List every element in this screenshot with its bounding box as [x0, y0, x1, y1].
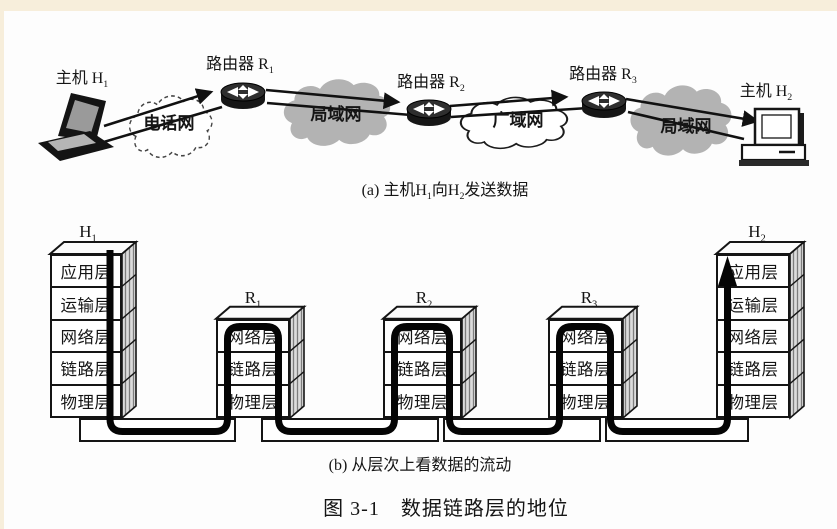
- stack-h1-label: H1: [79, 222, 97, 245]
- layer-row: 网络层: [716, 318, 790, 354]
- stack-r3-label: R3: [580, 288, 598, 311]
- network-links: [96, 88, 760, 146]
- phone-cloud-label: 电话网: [143, 114, 195, 133]
- figure-caption: 图 3-1 数据链路层的地位: [323, 498, 569, 520]
- lan1-cloud-label: 局域网: [310, 105, 362, 124]
- layer-row: 网络层: [216, 318, 290, 354]
- layer-row: 运输层: [50, 286, 122, 321]
- layer-row: 物理层: [716, 383, 790, 418]
- stack-r3: 网络层 链路层 物理层: [548, 318, 623, 418]
- router1-icon: [220, 82, 266, 110]
- router1-label: 路由器 R1: [206, 56, 274, 77]
- stack-h1: 应用层 运输层 网络层 链路层 物理层: [50, 254, 122, 418]
- caption-a: (a) 主机H1向H2发送数据: [361, 182, 529, 203]
- router3-icon: [581, 91, 627, 119]
- stack-r1-label: R1: [244, 288, 262, 311]
- stack-h2-label: H2: [748, 222, 766, 245]
- layer-row: 链路层: [216, 351, 290, 386]
- link-box-h1-r1: [79, 418, 236, 442]
- layer-row: 运输层: [716, 286, 790, 321]
- link-box-r1-r2: [261, 418, 439, 442]
- layer-row: 物理层: [216, 383, 290, 418]
- physical-links: [79, 418, 749, 442]
- caption-b: (b) 从层次上看数据的流动: [328, 457, 512, 474]
- layer-row: 链路层: [716, 351, 790, 386]
- layer-row: 物理层: [50, 383, 122, 418]
- layer-row: 链路层: [50, 351, 122, 386]
- lan2-cloud-label: 局域网: [660, 117, 712, 136]
- router3-label: 路由器 R3: [569, 66, 637, 87]
- desktop-icon: [739, 107, 809, 166]
- link-r1-r2: [266, 101, 412, 117]
- layer-row: 物理层: [548, 383, 623, 418]
- stack-r3-side-face: [622, 305, 638, 420]
- arrow-r1-r2: [265, 88, 401, 110]
- stack-h2: 应用层 运输层 网络层 链路层 物理层: [716, 254, 790, 418]
- link-box-r2-r3: [443, 418, 601, 442]
- layer-row: 应用层: [716, 254, 790, 289]
- layer-row: 网络层: [548, 318, 623, 354]
- stack-h1-side-face: [121, 240, 137, 420]
- page-edge-top: [0, 0, 837, 11]
- stack-r1-side-face: [289, 305, 305, 420]
- link-r3-h2: [627, 110, 745, 141]
- layer-row: 网络层: [50, 318, 122, 354]
- laptop-icon: [38, 93, 114, 161]
- host1-label: 主机 H1: [55, 70, 109, 91]
- stack-h2-side-face: [789, 240, 805, 420]
- stack-r1: 网络层 链路层 物理层: [216, 318, 290, 418]
- wan-cloud-label: 广域网: [492, 111, 544, 130]
- stack-r2-side-face: [461, 305, 477, 420]
- stack-r2: 网络层 链路层 物理层: [383, 318, 462, 418]
- arrow-r2-r3: [449, 89, 569, 108]
- layer-row: 链路层: [383, 351, 462, 386]
- router2-icon: [406, 99, 452, 127]
- link-box-r3-h2: [605, 418, 749, 442]
- link-h1-r1: [96, 105, 223, 146]
- page-edge-left: [0, 0, 4, 529]
- layer-row: 网络层: [383, 318, 462, 354]
- router2-label: 路由器 R2: [397, 74, 465, 95]
- stack-r2-label: R2: [415, 288, 433, 311]
- layer-row: 物理层: [383, 383, 462, 418]
- arrow-r3-h2: [625, 97, 760, 127]
- layer-row: 应用层: [50, 254, 122, 289]
- host2-label: 主机 H2: [739, 83, 793, 104]
- layer-row: 链路层: [548, 351, 623, 386]
- link-r2-r3: [450, 106, 589, 119]
- arrow-h1-r1: [103, 88, 214, 128]
